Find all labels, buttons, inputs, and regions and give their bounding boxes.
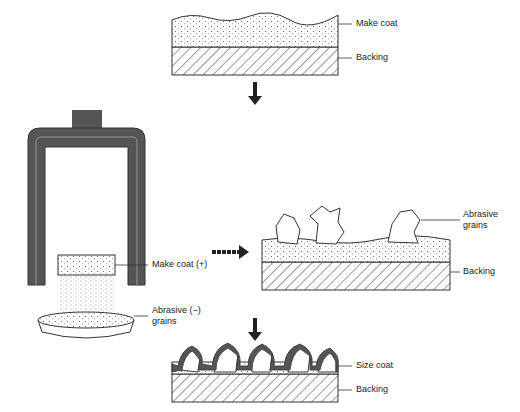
- part-label: Make coat (+): [151, 259, 208, 270]
- layer-label: Backing: [355, 52, 389, 63]
- finished-abrasive: [172, 343, 352, 402]
- layer-label: Make coat: [355, 18, 399, 29]
- flow-arrow: [212, 245, 249, 259]
- layer-label: Size coat: [355, 360, 394, 371]
- grain-coated-backing: [262, 206, 460, 290]
- layer-label: Backing: [462, 266, 496, 277]
- coated-backing: [172, 13, 352, 75]
- flow-arrow: [248, 318, 262, 341]
- layer-label: Abrasive grains: [462, 209, 510, 231]
- part-label: Abrasive (−) grains: [151, 305, 211, 327]
- layer-label: Backing: [355, 384, 389, 395]
- flow-arrow: [248, 82, 262, 105]
- electrostatic-magnet: [28, 110, 148, 338]
